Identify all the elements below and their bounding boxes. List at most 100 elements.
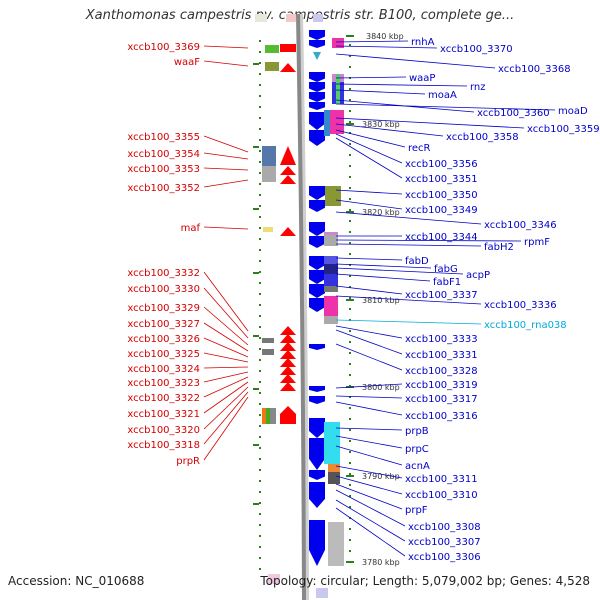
label-connector (335, 239, 522, 242)
inner-tick (349, 88, 351, 90)
gene-block (262, 338, 274, 343)
gene-block (262, 349, 274, 355)
outer-tick (259, 546, 261, 548)
forward-gene-arrow (280, 366, 296, 375)
outer-tick (259, 502, 261, 504)
label-connector (335, 257, 403, 261)
outer-tick (259, 205, 261, 207)
reverse-gene-arrow (309, 200, 325, 212)
label-connector (335, 129, 406, 148)
inner-tick (349, 429, 351, 431)
gene-label-left: prpR (176, 456, 200, 467)
inner-tick (349, 231, 351, 233)
outer-tick (259, 568, 261, 570)
gene-label-right: xccb100_3311 (405, 474, 478, 485)
inner-tick (349, 407, 351, 409)
kbp-tick (346, 211, 354, 213)
inner-tick (349, 154, 351, 156)
label-connector (203, 271, 249, 332)
outer-tick (259, 403, 261, 405)
label-connector (335, 343, 403, 371)
gene-block (263, 227, 273, 232)
inner-tick (349, 209, 351, 211)
gene-label-right: fabF1 (433, 277, 461, 288)
label-connector (335, 445, 403, 466)
outer-tick (259, 84, 261, 86)
label-connector (335, 319, 482, 325)
gene-label-right: prpB (405, 426, 429, 437)
gene-label-left: waaF (174, 57, 200, 68)
gene-block (265, 62, 279, 71)
gene-label-right: xccb100_3356 (405, 159, 478, 170)
outer-tick (259, 271, 261, 273)
outer-tick (259, 293, 261, 295)
forward-gene-arrow (280, 350, 296, 359)
label-connector (203, 391, 249, 445)
outer-tick (259, 194, 261, 196)
gene-label-right: xccb100_3358 (446, 132, 519, 143)
label-connector (335, 117, 525, 129)
gene-label-right: xccb100_3346 (484, 220, 557, 231)
label-connector (335, 499, 406, 542)
reverse-gene-arrow (309, 438, 325, 470)
gene-label-right: fabD (405, 256, 429, 267)
outer-major-tick (253, 272, 259, 274)
outer-tick (259, 469, 261, 471)
gene-label-left: xccb100_3323 (127, 378, 200, 389)
label-connector (335, 489, 406, 527)
gene-label-left: maf (181, 223, 201, 234)
outer-tick (259, 172, 261, 174)
gene-label-right: acpP (466, 270, 490, 281)
inner-tick (349, 352, 351, 354)
gene-block (328, 464, 340, 472)
inner-tick (349, 143, 351, 145)
inner-tick (349, 165, 351, 167)
outer-tick (259, 238, 261, 240)
inner-tick (349, 110, 351, 112)
label-connector (335, 83, 468, 87)
label-connector (203, 60, 249, 67)
label-connector (203, 167, 249, 171)
gene-label-right: acnA (405, 461, 430, 472)
backbone (296, 13, 306, 600)
outer-tick (259, 139, 261, 141)
gene-label-right: rnz (470, 82, 486, 93)
outer-tick (259, 249, 261, 251)
gene-label-right: moaA (428, 90, 457, 101)
gene-block (336, 74, 340, 104)
inner-tick (349, 363, 351, 365)
inner-tick (349, 539, 351, 541)
label-connector (203, 396, 249, 461)
outer-tick (259, 106, 261, 108)
forward-gene-arrow (280, 334, 296, 343)
label-connector (335, 465, 403, 479)
gene-block (262, 166, 276, 182)
outer-tick (259, 62, 261, 64)
kbp-label: 3800 kbp (362, 383, 400, 392)
forward-gene-arrow (280, 63, 296, 72)
forward-gene-arrow (280, 146, 296, 165)
gene-label-right: xccb100_3359 (527, 124, 600, 135)
label-connector (335, 211, 482, 225)
gene-label-right: prpF (405, 505, 428, 516)
gene-label-left: xccb100_3330 (127, 284, 200, 295)
gene-label-right: xccb100_3307 (408, 537, 481, 548)
inner-tick (349, 528, 351, 530)
reverse-gene-arrow (309, 396, 325, 404)
gene-label-right: xccb100_rna038 (484, 320, 567, 331)
topology-label: Topology: circular; Length: 5,079,002 bp… (260, 574, 590, 588)
gene-label-left: xccb100_3326 (127, 334, 200, 345)
kbp-label: 3780 kbp (362, 558, 400, 567)
outer-tick (259, 315, 261, 317)
gene-label-right: waaP (409, 73, 435, 84)
gene-block (262, 408, 266, 424)
gene-label-right: xccb100_3308 (408, 522, 481, 533)
inner-tick (349, 253, 351, 255)
inner-tick (349, 55, 351, 57)
kbp-label: 3840 kbp (366, 32, 404, 41)
inner-tick (349, 66, 351, 68)
label-connector (203, 352, 249, 363)
inner-tick (349, 506, 351, 508)
label-connector (335, 133, 403, 164)
